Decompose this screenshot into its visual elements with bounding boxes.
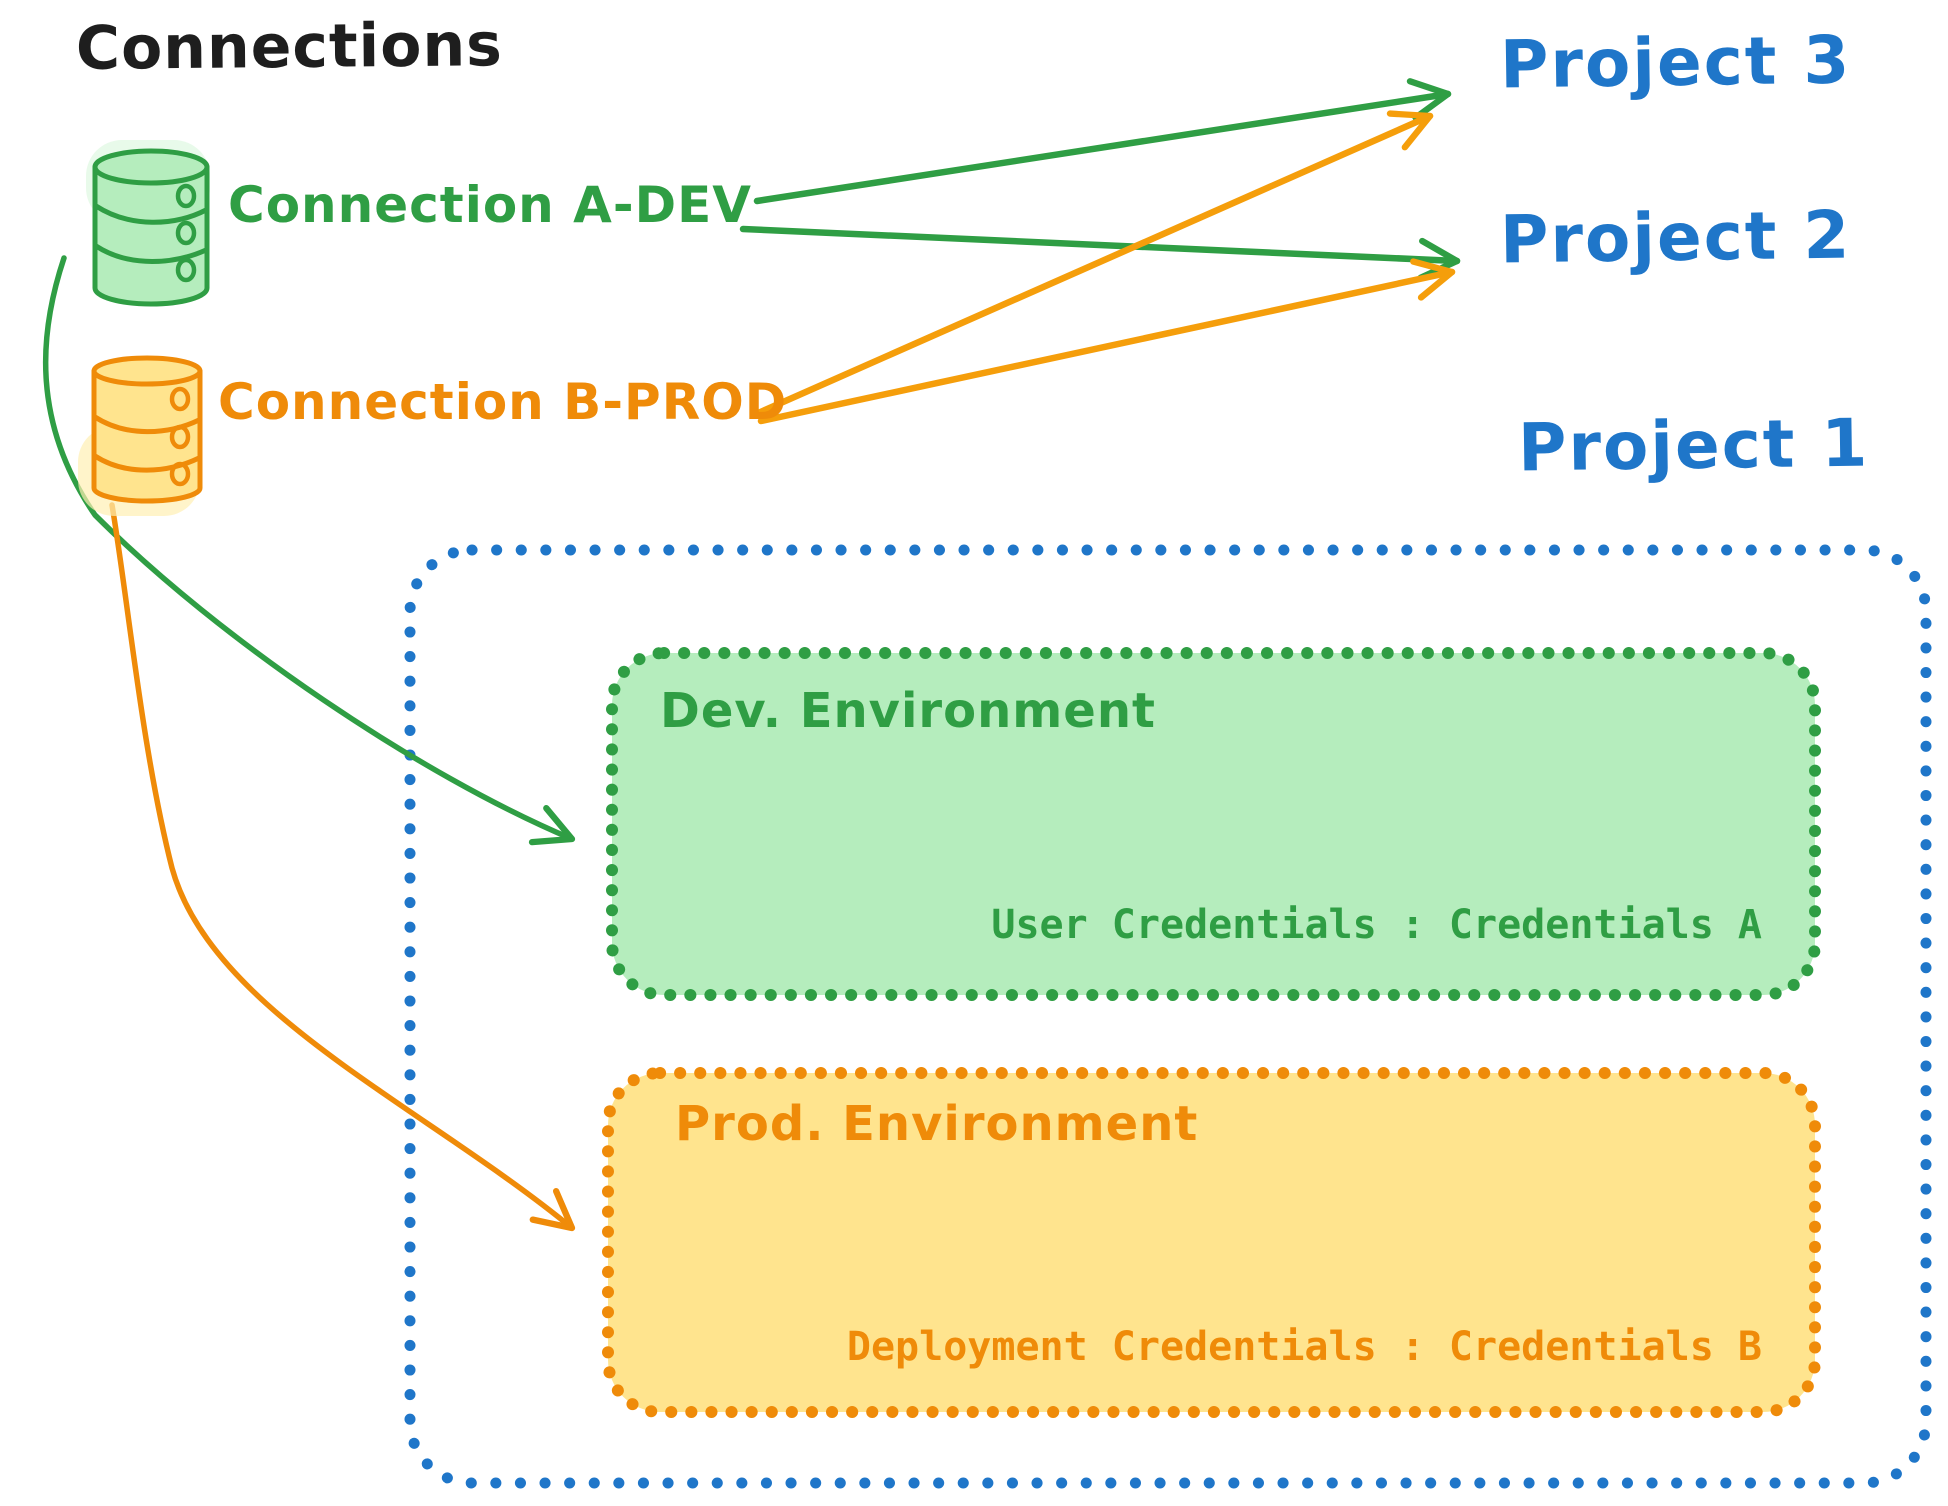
- arrow-bprod-to-project3: [752, 110, 1434, 418]
- diagram-title: Connections: [75, 10, 504, 84]
- arrow-adev-to-dev-environment: [42, 255, 576, 846]
- prod-environment-credentials: Deployment Credentials : Credentials B: [846, 1324, 1762, 1370]
- prod-environment-title: Prod. Environment: [675, 1096, 1199, 1152]
- project1-container-box: [404, 544, 1932, 1489]
- dev-environment-box: [606, 647, 1821, 1001]
- arrow-bprod-to-prod-environment: [109, 502, 576, 1232]
- project-3-label: Project 3: [1499, 21, 1852, 104]
- arrow-bprod-to-project2: [757, 258, 1456, 425]
- project-2-label: Project 2: [1499, 196, 1852, 279]
- connection-a-dev-label: Connection A-DEV: [228, 176, 752, 234]
- project-1-label: Project 1: [1517, 404, 1870, 487]
- connection-b-prod-label: Connection B-PROD: [218, 373, 788, 431]
- arrow-adev-to-project3: [753, 78, 1452, 205]
- dev-environment-title: Dev. Environment: [660, 683, 1156, 739]
- database-icon-dev: [86, 140, 210, 307]
- database-icon-prod: [78, 355, 203, 516]
- dev-environment-credentials: User Credentials : Credentials A: [991, 902, 1762, 948]
- arrow-adev-to-project2: [739, 225, 1461, 281]
- prod-environment-box: [602, 1067, 1821, 1418]
